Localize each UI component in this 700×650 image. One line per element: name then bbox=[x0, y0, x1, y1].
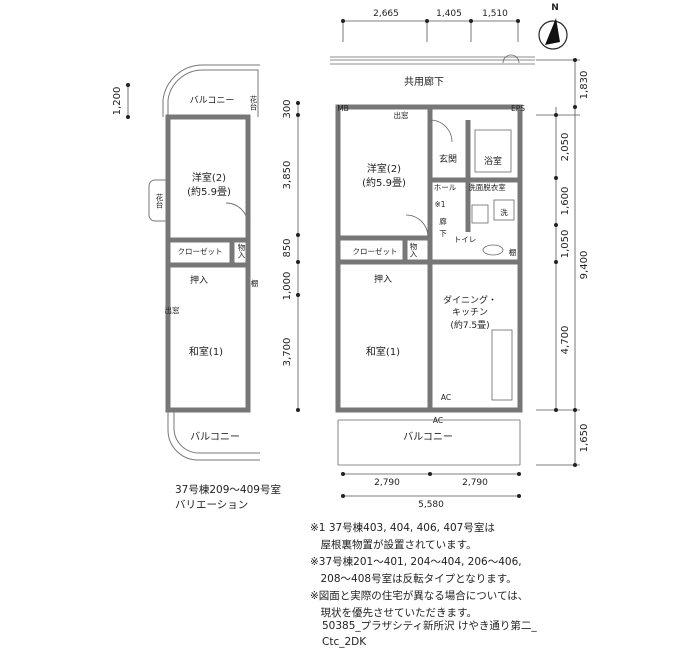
western-room-label: 洋室(2) bbox=[366, 164, 402, 175]
variant-storage-label: 物入 bbox=[237, 243, 246, 259]
dimension-label: 1,050 bbox=[560, 229, 571, 259]
compass-north-label: N bbox=[551, 3, 559, 13]
dimension-label: 2,050 bbox=[560, 132, 571, 162]
note-line: ※図面と実際の住宅が異なる場合については、 bbox=[310, 590, 529, 602]
hallway-label: 廊 bbox=[439, 217, 447, 226]
closet-label: クローゼット bbox=[352, 247, 398, 256]
dimension-label: 1,830 bbox=[579, 70, 590, 100]
ac-label: AC bbox=[440, 393, 452, 402]
dimension-label: 1,650 bbox=[579, 423, 590, 453]
eps-label: EPS bbox=[510, 104, 526, 113]
hallway-note-mark: ※1 bbox=[434, 200, 446, 209]
dimension-label: 9,400 bbox=[579, 250, 590, 280]
note-line: ※37号棟201～401, 204～404, 206～406, bbox=[310, 556, 522, 568]
japanese-room-label: 和室(1) bbox=[365, 347, 401, 358]
variant-japanese-room-label: 和室(1) bbox=[188, 347, 224, 358]
dimension-lines bbox=[127, 20, 580, 497]
dimension-label: 5,580 bbox=[418, 500, 444, 510]
flower-stand-label: 花台 bbox=[249, 95, 258, 111]
dimension-label: 1,200 bbox=[112, 86, 123, 116]
variant-shelf-label: 棚 bbox=[250, 279, 259, 287]
dining-kitchen-size: (約7.5畳) bbox=[450, 321, 490, 331]
entrance-label: 玄関 bbox=[438, 155, 458, 165]
dimension-dots bbox=[126, 19, 577, 498]
washer-label: 洗 bbox=[500, 208, 508, 217]
flower-stand-label: 花台 bbox=[155, 193, 164, 209]
dimension-label: 3,700 bbox=[282, 337, 293, 367]
washroom-label: 洗面脱衣室 bbox=[468, 183, 506, 192]
corridor-rail bbox=[330, 54, 535, 65]
corridor-label: 共用廊下 bbox=[404, 77, 444, 88]
dimension-label: 2,790 bbox=[374, 478, 400, 488]
main-unit-walls bbox=[335, 104, 523, 413]
dimension-label: 3,850 bbox=[282, 160, 293, 190]
dimension-label: 2,665 bbox=[373, 9, 399, 19]
note-line: ※1 37号棟403, 404, 406, 407号室は bbox=[310, 522, 495, 534]
variant-balcony-bottom-label: バルコニー bbox=[190, 432, 240, 443]
variant-unit-balconies bbox=[148, 64, 260, 461]
ac-label: AC bbox=[432, 416, 444, 425]
variant-oshiire-label: 押入 bbox=[189, 276, 209, 286]
note-line: 屋根裏物置が設置されています。 bbox=[310, 539, 477, 551]
dimension-label: 1,405 bbox=[436, 9, 462, 19]
variant-caption: 37号棟209～409号室 bbox=[175, 484, 281, 496]
plan-type-code: Ctc_2DK bbox=[322, 636, 367, 648]
note-line: 208～408号室は反転タイプとなります。 bbox=[310, 573, 517, 585]
bay-window-label: 出窓 bbox=[393, 111, 409, 120]
shelf-label: 棚 bbox=[508, 248, 517, 256]
dimension-label: 1,600 bbox=[560, 186, 571, 216]
western-room-size: (約5.9畳) bbox=[362, 178, 406, 189]
hallway-label: 下 bbox=[439, 229, 447, 238]
bathroom-label: 浴室 bbox=[483, 157, 503, 167]
dimension-label: 300 bbox=[282, 99, 293, 119]
variant-bay-window-label: 出窓 bbox=[164, 306, 180, 315]
mb-label: MB bbox=[337, 104, 349, 113]
variant-western-room-size: (約5.9畳) bbox=[187, 187, 231, 198]
storage-label: 物入 bbox=[409, 242, 418, 258]
toilet-label: トイレ bbox=[453, 235, 477, 244]
oshiire-label: 押入 bbox=[373, 275, 393, 285]
dining-kitchen-label: キッチン bbox=[451, 308, 489, 318]
dimension-label: 2,790 bbox=[462, 478, 488, 488]
main-unit-fixtures bbox=[337, 119, 521, 466]
variant-balcony-label: バルコニー bbox=[189, 96, 235, 106]
variant-western-room-label: 洋室(2) bbox=[191, 173, 227, 184]
dimension-label: 1,510 bbox=[482, 9, 508, 19]
hall-label: ホール bbox=[433, 183, 457, 192]
notes-block: ※1 37号棟403, 404, 406, 407号室は 屋根裏物置が設置されて… bbox=[310, 520, 528, 622]
note-line: 現状を優先させていただきます。 bbox=[310, 607, 477, 619]
dining-kitchen-label: ダイニング・ bbox=[442, 296, 498, 306]
property-code: 50385_プラザシティ新所沢 けやき通り第二_ bbox=[322, 620, 537, 632]
variant-caption: バリエーション bbox=[175, 499, 249, 511]
dimension-label: 1,000 bbox=[282, 271, 293, 301]
compass-icon bbox=[538, 18, 568, 50]
dimension-label: 4,700 bbox=[560, 325, 571, 355]
variant-closet-label: クローゼット bbox=[177, 247, 223, 256]
dimension-label: 850 bbox=[282, 238, 293, 258]
variant-unit-walls bbox=[165, 114, 251, 413]
balcony-label: バルコニー bbox=[403, 432, 453, 443]
